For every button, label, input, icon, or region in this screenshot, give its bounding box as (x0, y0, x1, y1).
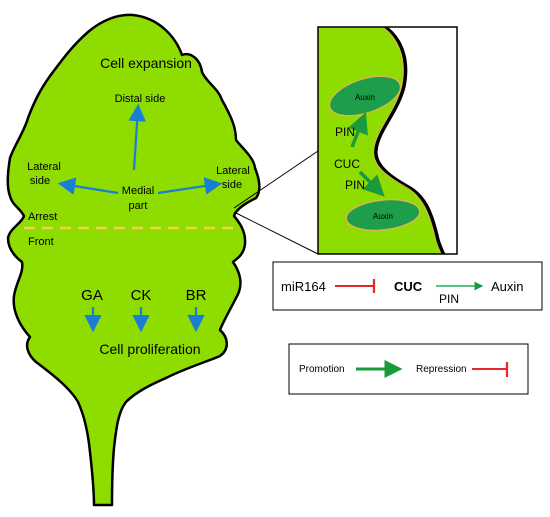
cell-proliferation-label: Cell proliferation (99, 341, 200, 357)
pathway-box: miR164 CUC PIN Auxin (272, 261, 543, 311)
leaf-blade (6, 13, 261, 507)
auxin-region-top (328, 75, 402, 117)
pin-top-label: PIN (335, 125, 355, 139)
connector-line-top (233, 150, 319, 209)
mir164-label: miR164 (281, 279, 326, 294)
arrow-to-lateral-left (57, 177, 119, 195)
connector-line-bottom (233, 211, 319, 255)
lateral-right-label-line1: Lateral (216, 165, 250, 177)
lateral-right-label-line2: side (222, 179, 242, 191)
serration-inset: Auxin Auxin PIN CUC PIN (317, 26, 458, 255)
hormone-ga: GA (81, 287, 103, 304)
pin-bottom-label: PIN (345, 178, 365, 192)
arrest-label: Arrest (28, 211, 57, 223)
lateral-left-label-line2: side (30, 175, 50, 187)
pin-pathway-label: PIN (439, 292, 459, 306)
hormone-br: BR (186, 287, 207, 304)
cuc-pathway-label: CUC (394, 279, 423, 294)
auxin-bottom-label: Auxin (373, 212, 393, 221)
cell-expansion-label: Cell expansion (100, 55, 192, 71)
lateral-left-label-line1: Lateral (27, 161, 61, 173)
medial-label-line2: part (129, 200, 148, 212)
legend-box: Promotion Repression (288, 343, 529, 395)
pin-arrow-up (348, 112, 368, 148)
hormone-ck: CK (131, 287, 152, 304)
auxin-top-label: Auxin (355, 93, 375, 102)
pin-arrow-down (358, 170, 385, 197)
auxin-region-bottom (345, 198, 421, 232)
cuc-inset-label: CUC (334, 157, 360, 171)
inset-outside-region (374, 27, 457, 254)
legend-promotion-label: Promotion (299, 364, 345, 375)
arrow-to-lateral-right (157, 177, 223, 195)
distal-side-label: Distal side (115, 93, 166, 105)
auxin-pathway-label: Auxin (491, 279, 524, 294)
medial-label-line1: Medial (122, 185, 154, 197)
legend-repression-label: Repression (416, 364, 467, 375)
arrow-to-distal (128, 103, 146, 171)
front-label: Front (28, 236, 54, 248)
